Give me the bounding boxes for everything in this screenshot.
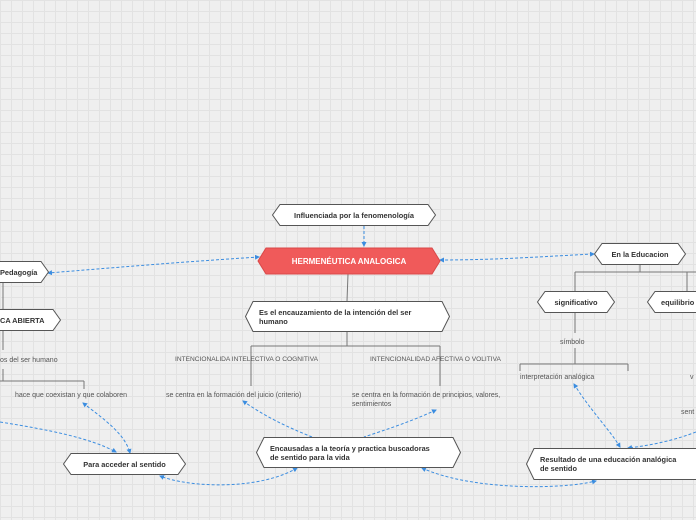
- node-shape: [271, 204, 437, 226]
- node-en-la-educacion[interactable]: En la Educacion: [593, 243, 687, 265]
- node-label: Influenciada por la fenomenología: [294, 210, 414, 220]
- text-intelectiva[interactable]: INTENCIONALIDA INTELECTIVA O COGNITIVA: [175, 356, 319, 363]
- node-label: En la Educacion: [611, 249, 669, 259]
- node-encausadas[interactable]: Encausadas a la teoría y practica buscad…: [255, 437, 462, 468]
- text-juicio[interactable]: se centra en la formación del juicio (cr…: [166, 392, 302, 399]
- node-para-acceder[interactable]: Para acceder al sentido: [62, 453, 187, 475]
- node-shape: [255, 437, 462, 468]
- node-shape: [536, 291, 616, 313]
- node-resultado[interactable]: Resultado de una educación analógica de …: [525, 448, 696, 480]
- node-shape: [62, 453, 187, 475]
- node-label: Para acceder al sentido: [83, 459, 166, 469]
- text-ser-humano[interactable]: os del ser humano: [0, 357, 58, 364]
- text-coexistan[interactable]: hace que coexistan y que colaboren: [15, 392, 128, 399]
- text-simbolo[interactable]: símbolo: [560, 339, 585, 346]
- node-label: significativo: [554, 297, 598, 307]
- node-shape: [244, 301, 451, 332]
- node-significativo[interactable]: significativo: [536, 291, 616, 313]
- node-label: Pedagogía: [0, 267, 38, 277]
- text-interpretacion[interactable]: interpretación analógica: [520, 374, 595, 381]
- text-principios[interactable]: se centra en la formación de principios,…: [352, 392, 501, 408]
- central-topic-shape: [257, 247, 441, 275]
- node-influenciada[interactable]: Influenciada por la fenomenología: [271, 204, 437, 226]
- node-shape: [646, 291, 696, 313]
- node-label: Es el encauzamiento de la intención del …: [259, 307, 412, 326]
- tree-lines: [0, 265, 696, 389]
- text-afectiva[interactable]: INTENCIONALIDAD AFECTIVA O VOLITIVA: [370, 356, 501, 363]
- central-topic-node[interactable]: HERMENÉUTICA ANALOGICA: [257, 247, 441, 275]
- node-label: CA ABIERTA: [0, 315, 45, 325]
- central-topic-label: HERMENÉUTICA ANALOGICA: [291, 256, 407, 266]
- node-label: Resultado de una educación analógica de …: [540, 455, 677, 473]
- node-shape: [525, 448, 696, 480]
- node-label: equilibrio: [661, 297, 695, 307]
- node-label: Encausadas a la teoría y practica buscad…: [270, 443, 430, 462]
- node-abierta[interactable]: CA ABIERTA: [0, 309, 62, 331]
- relationship-connectors: [0, 226, 696, 488]
- text-sent-fragment[interactable]: sent: [681, 409, 695, 416]
- node-shape: [0, 309, 62, 331]
- node-pedagogia[interactable]: Pedagogía: [0, 261, 50, 283]
- node-shape: [593, 243, 687, 265]
- node-shape: [0, 261, 50, 283]
- node-equilibrio[interactable]: equilibrio: [646, 291, 696, 313]
- node-encauzamiento[interactable]: Es el encauzamiento de la intención del …: [244, 301, 451, 332]
- text-v-fragment[interactable]: v: [690, 374, 694, 381]
